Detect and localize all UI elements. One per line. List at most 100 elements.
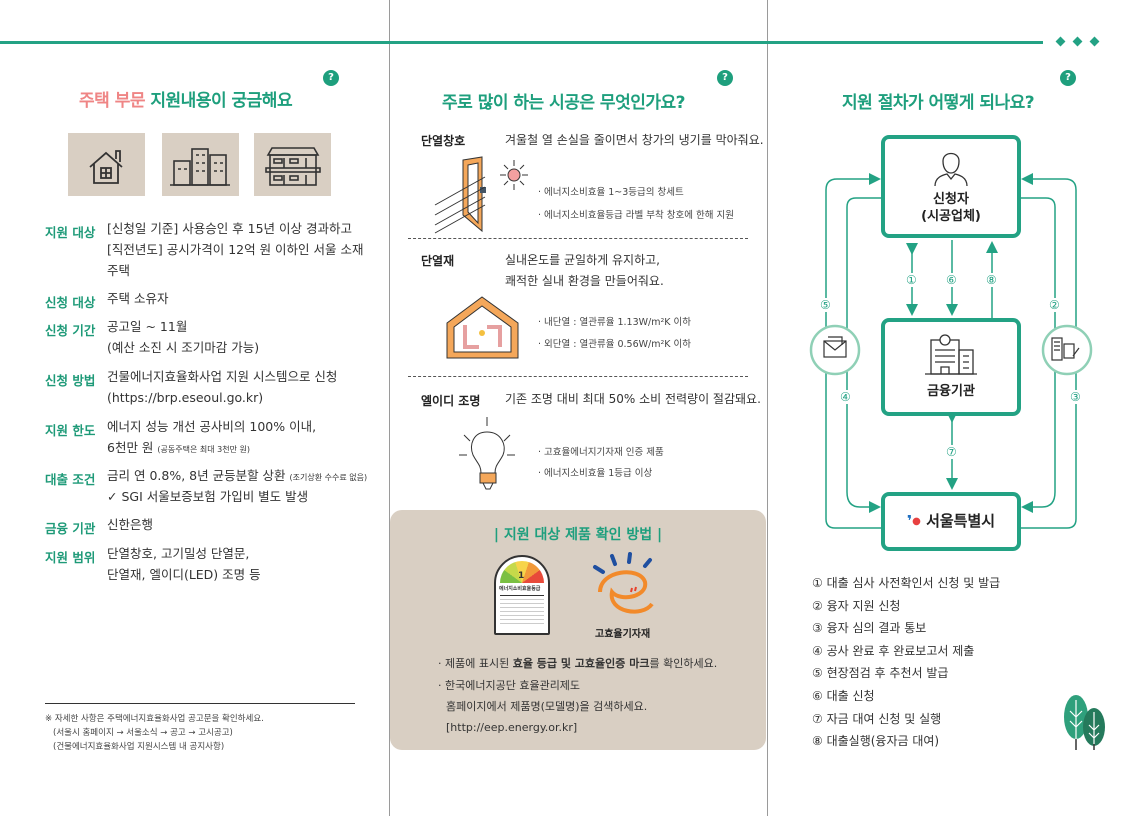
info-value-text: 주택: [107, 263, 131, 278]
info-value-text: 주택 소유자: [107, 291, 169, 306]
footnote-line: (서울시 홈페이지 → 서울소식 → 공고 → 고시공고): [53, 728, 233, 738]
bank-label: 금융기관: [927, 384, 975, 399]
info-value-text: 금리 연 0.8%, 8년 균등분할 상환: [107, 468, 286, 483]
product-check-box: | 지원 대상 제품 확인 방법 | 1 에너지소비효율등급 고효율기자재 · …: [390, 510, 766, 750]
panel-divider: [767, 0, 768, 816]
info-value: 신한은행: [107, 515, 153, 535]
step-num: ⑥: [946, 273, 957, 287]
envelope-icon: [823, 336, 847, 358]
info-value: (https://brp.eseoul.go.kr): [107, 388, 263, 408]
applicant-box: 신청자 (시공업체): [881, 135, 1021, 238]
panel-divider: [389, 0, 390, 816]
info-value-text: (https://brp.eseoul.go.kr): [107, 390, 264, 405]
bullet: · 내단열 : 열관류율 1.13W/m²K 이하: [538, 317, 692, 328]
info-value: 단열재, 엘이디(LED) 조명 등: [107, 565, 261, 585]
info-value: [신청일 기준] 사용승인 후 15년 이상 경과하고: [107, 219, 352, 239]
step-num: ⑧: [986, 273, 997, 287]
info-value: 6천만 원 (공동주택은 최대 3천만 원): [107, 438, 250, 460]
info-value-text: 신한은행: [107, 517, 154, 532]
bank-building-icon: [925, 334, 977, 375]
applicant-sublabel: (시공업체): [921, 209, 981, 224]
step-item: ⑥ 대출 신청: [812, 689, 875, 703]
step-item: ⑦ 자금 대여 신청 및 실행: [812, 711, 942, 726]
bullet-text: · 제품에 표시된: [438, 657, 513, 670]
info-label: 지원 범위: [45, 550, 96, 565]
section-title: 단열재: [421, 254, 455, 268]
info-value: 공고일 ~ 11월: [107, 317, 187, 337]
document-pen-icon: [1051, 337, 1080, 361]
info-note: (조기상환 수수료 없음): [289, 473, 368, 482]
section-desc: 기존 조명 대비 최대 50% 소비 전력량이 절감돼요.: [505, 392, 761, 406]
trees-icon: [1064, 695, 1105, 750]
step-num: ①: [906, 273, 917, 287]
info-label: 금융 기관: [45, 521, 96, 536]
efficiency-grade-label: 1 에너지소비효율등급: [494, 555, 550, 635]
question-bubble-icon: ?: [1060, 70, 1076, 86]
dashed-divider: [408, 238, 748, 239]
grade-caption: 에너지소비효율등급: [499, 586, 541, 592]
info-value-text: 단열재, 엘이디(LED) 조명 등: [107, 567, 261, 582]
step-item: ② 융자 지원 신청: [812, 598, 901, 613]
seoul-label: 서울특별시: [926, 512, 996, 530]
check-bullet: · 한국에너지공단 효율관리제도: [438, 679, 581, 692]
cert-caption: 고효율기자재: [595, 629, 651, 640]
seoul-box: ❜● 서울특별시: [881, 492, 1021, 551]
footnote-rule: [45, 703, 355, 704]
info-label: 신청 기간: [45, 323, 96, 338]
insulated-house-icon: [446, 296, 519, 359]
step-item: ⑤ 현장점검 후 추천서 발급: [812, 666, 949, 681]
info-label: 지원 대상: [45, 225, 96, 240]
section-desc: 겨울철 열 손실을 줄이면서 창가의 냉기를 막아줘요.: [505, 133, 764, 147]
bullet: · 고효율에너지기자재 인증 제품: [538, 447, 664, 458]
check-bullet: 홈페이지에서 제품명(모델명)을 검색하세요.: [446, 700, 648, 713]
bullet-bold: 효율 등급 및 고효율인증 마크: [512, 657, 650, 670]
info-value-text: (예산 소진 시 조기마감 가능): [107, 340, 260, 355]
panel1-title: 주택 부문 지원내용이 궁금해요: [79, 86, 293, 111]
info-value: ✓ SGI 서울보증보험 가입비 별도 발생: [107, 487, 308, 507]
section-desc: 쾌적한 실내 환경을 만들어줘요.: [505, 274, 664, 288]
info-label: 신청 방법: [45, 373, 96, 388]
product-check-title: | 지원 대상 제품 확인 방법 |: [493, 527, 663, 543]
step-item: ③ 융자 심의 결과 통보: [812, 621, 927, 636]
info-value-text: 단열창호, 고기밀성 단열문,: [107, 546, 250, 561]
info-value: 단열창호, 고기밀성 단열문,: [107, 544, 249, 564]
panel3-title: 지원 절차가 어떻게 되나요?: [842, 93, 1035, 113]
info-value-text: 공고일 ~ 11월: [107, 319, 188, 334]
step-item: ① 대출 심사 사전확인서 신청 및 발급: [812, 576, 1001, 590]
info-value: 주택: [107, 261, 130, 281]
section-title: 엘이디 조명: [421, 394, 481, 408]
info-value: [직전년도] 공시가격이 12억 원 이하인 서울 소재: [107, 240, 364, 260]
info-value-text: [신청일 기준] 사용승인 후 15년 이상 경과하고: [107, 221, 353, 236]
step-num: ④: [840, 390, 851, 404]
step-item: ⑧ 대출실행(융자금 대여): [812, 734, 940, 749]
bullet: · 에너지소비효율등급 라벨 부착 창호에 한해 지원: [538, 210, 734, 221]
eep-link[interactable]: [http://eep.energy.or.kr]: [446, 721, 578, 734]
step-item: ④ 공사 완료 후 완료보고서 제출: [812, 643, 975, 658]
check-bullet: · 제품에 표시된 효율 등급 및 고효율인증 마크를 확인하세요.: [438, 655, 717, 671]
bullet-text: 를 확인하세요.: [649, 657, 718, 670]
high-efficiency-cert-logo: [593, 552, 654, 614]
seoul-logo-icon: ❜: [906, 512, 913, 530]
section-title: 단열창호: [421, 134, 466, 148]
info-value: 에너지 성능 개선 공사비의 100% 이내,: [107, 417, 316, 437]
apartment-icon: [162, 133, 239, 196]
info-value-text: 건물에너지효율화사업 지원 시스템으로 신청: [107, 369, 338, 384]
panel2-title: 주로 많이 하는 시공은 무엇인가요?: [442, 93, 686, 113]
window-icon: [434, 156, 528, 234]
step-num: ③: [1070, 390, 1081, 404]
step-num: ⑦: [946, 445, 957, 459]
grade-number: 1: [518, 571, 525, 581]
info-value: (예산 소진 시 조기마감 가능): [107, 338, 259, 358]
header-rule: [0, 41, 1043, 44]
info-label: 지원 한도: [45, 423, 96, 438]
bullet: · 에너지소비효율 1등급 이상: [538, 468, 653, 479]
info-value-text: [직전년도] 공시가격이 12억 원 이하인 서울 소재: [107, 242, 364, 257]
info-value-text: 에너지 성능 개선 공사비의 100% 이내,: [107, 419, 317, 434]
info-value-text: ✓ SGI 서울보증보험 가입비 별도 발생: [107, 489, 309, 504]
dashed-divider: [408, 376, 748, 377]
house-icon: [68, 133, 145, 196]
footnote-line: ※ 자세한 사항은 주택에너지효율화사업 공고문을 확인하세요.: [45, 714, 264, 724]
info-label: 대출 조건: [45, 472, 96, 487]
info-label: 신청 대상: [45, 295, 96, 310]
info-value: 금리 연 0.8%, 8년 균등분할 상환 (조기상환 수수료 없음): [107, 466, 367, 488]
